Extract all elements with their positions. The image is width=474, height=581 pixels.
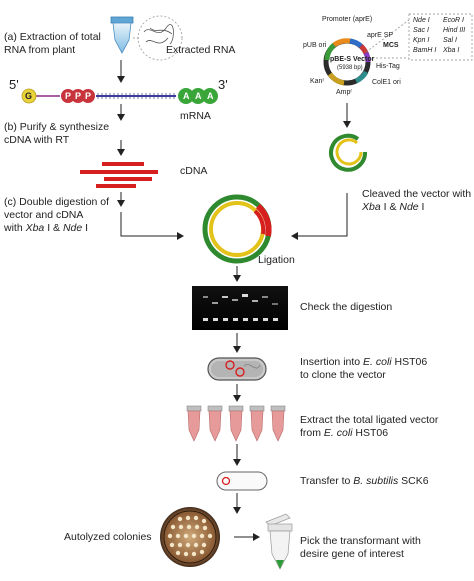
- cap-label: G: [25, 91, 33, 101]
- site-label: Nde I: [413, 17, 430, 24]
- extract-label-2: from E. coli HST06: [300, 427, 389, 439]
- cleave-label-2: Xba I & Nde I: [362, 201, 425, 213]
- pick-label-2: desire gene of interest: [300, 548, 404, 560]
- pub-ori-label: pUB ori: [303, 42, 327, 49]
- step-c-label-3: with Xba I & Nde I: [4, 222, 89, 234]
- five-prime-label: 5': [9, 77, 19, 92]
- step-c-label-2: vector and cDNA: [4, 209, 84, 221]
- poly-a-label: A: [207, 91, 214, 101]
- step-b-label: (b) Purify & synthesize cDNA with RT: [4, 121, 110, 146]
- site-label: Kpn I: [413, 37, 430, 44]
- ligated-vector-icon: [202, 194, 272, 264]
- three-prime-label: 3': [218, 77, 228, 92]
- poly-a-circle: [190, 88, 206, 104]
- extraction-tubes: [186, 405, 286, 442]
- poly-a-circle: [202, 88, 218, 104]
- insertion-label-1: Insertion into E. coli HST06: [300, 356, 428, 368]
- ampr-label: Ampʳ: [336, 89, 353, 96]
- check-digestion-label: Check the digestion: [300, 301, 393, 313]
- step-c-label-1: (c) Double digestion of: [4, 196, 110, 208]
- his-tag-label: His-Tag: [376, 63, 400, 70]
- insertion-label-2: to clone the vector: [300, 369, 386, 381]
- signal-peptide-label: aprE SP: [367, 32, 394, 39]
- site-label: Sal I: [443, 37, 458, 44]
- poly-a-circle: [178, 88, 194, 104]
- autolyzed-colonies-label: Autolyzed colonies: [64, 531, 152, 543]
- bsubtilis-cell-icon: [216, 471, 268, 491]
- step-a-label: (a) Extraction of total RNA from plant: [4, 31, 101, 56]
- vector-name-label: pBE-S Vector: [330, 56, 375, 63]
- site-label: Xba I: [443, 47, 460, 54]
- poly-a-label: A: [195, 91, 202, 101]
- cdna-label: cDNA: [180, 165, 208, 177]
- cleave-label-1: Cleaved the vector with: [362, 188, 472, 200]
- cole1-label: ColE1 ori: [372, 79, 401, 86]
- site-label: Sac I: [413, 27, 429, 34]
- phosphate-label: P: [65, 91, 72, 101]
- mcs-label: MCS: [383, 42, 399, 49]
- arrow-c-to-ligation: [120, 212, 184, 240]
- phosphate-circle: [71, 89, 85, 103]
- phosphate-label: P: [85, 91, 92, 101]
- cleaved-vector-icon: [329, 133, 368, 172]
- rna-tube-icon: [110, 16, 134, 54]
- kanr-label: Kanʳ: [310, 78, 325, 85]
- mrna-label: mRNA: [180, 110, 211, 122]
- vector-size-label: (5938 bp): [337, 65, 363, 71]
- site-label: Hind III: [443, 27, 466, 34]
- site-label: BamH I: [413, 47, 437, 54]
- mrna-strand: [21, 88, 218, 104]
- promoter-label: Promoter (aprE): [322, 16, 373, 23]
- gel-image: [192, 286, 288, 330]
- extracted-rna-label: Extracted RNA: [166, 44, 236, 56]
- poly-a-label: A: [183, 91, 190, 101]
- phosphate-circle: [61, 89, 75, 103]
- ecoli-cell-icon: [207, 357, 267, 381]
- cdna-fragments: [80, 162, 158, 188]
- cap-circle: [21, 88, 37, 104]
- site-label: EcoR I: [443, 17, 465, 24]
- arrow-cleaved-to-ligation: [291, 193, 348, 240]
- transformant-tube-icon: [265, 513, 293, 570]
- extracted-rna-icon: [133, 15, 183, 61]
- pick-label-1: Pick the transformant with: [300, 535, 421, 547]
- phosphate-label: P: [75, 91, 82, 101]
- extract-label-1: Extract the total ligated vector: [300, 414, 439, 426]
- petri-dish-icon: [160, 507, 220, 567]
- ligation-label: Ligation: [258, 254, 295, 266]
- transfer-label: Transfer to B. subtilis SCK6: [300, 475, 429, 487]
- phosphate-circle: [81, 89, 95, 103]
- vector-map: [323, 13, 473, 86]
